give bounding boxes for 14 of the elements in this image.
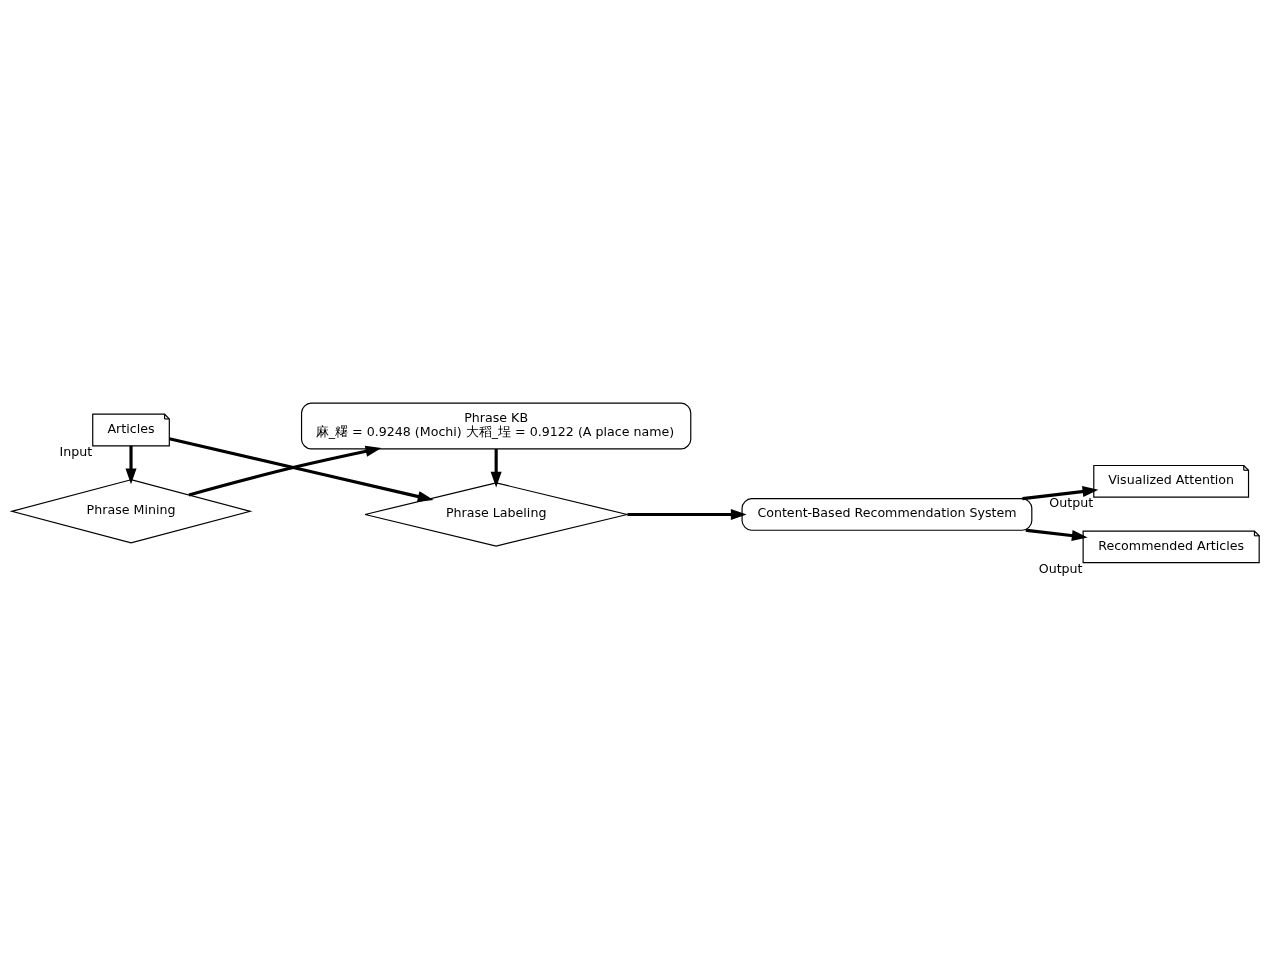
node-label: Input [59,443,93,459]
node-box: Content-Based Recommendation System [741,497,1033,531]
arrow [125,445,137,484]
node-label: Output [1038,560,1083,576]
node-label: Output [1049,494,1094,510]
node-box: Phrase KB 麻_糬 = 0.9248 (Mochi) 大稻_埕 = 0.9122 (A place name) [300,402,692,450]
arrow [188,445,382,496]
node-diamond: Phrase Labeling [364,481,628,547]
arrow [1022,485,1099,500]
arrow [490,448,502,487]
node-diamond: Phrase Mining [9,478,253,543]
arrow [169,436,434,502]
arrow [1025,528,1088,541]
arrow [627,508,747,520]
